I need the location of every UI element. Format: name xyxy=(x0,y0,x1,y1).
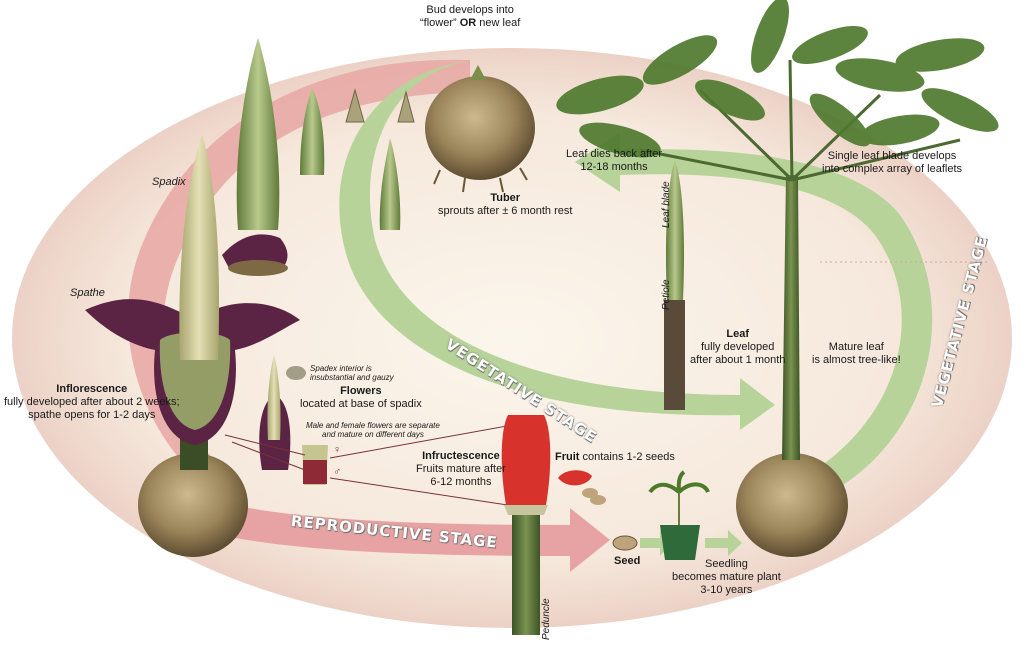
single-leaf-line1: Single leaf blade develops xyxy=(827,150,957,162)
leaf-label: Leaf fully developed after about 1 month xyxy=(690,328,785,367)
leaf-line2: after about 1 month xyxy=(690,354,786,366)
spadex-interior-label: Spadex interior is insubstantial and gau… xyxy=(310,364,394,382)
single-leaf-label: Single leaf blade develops into complex … xyxy=(822,150,962,176)
seed-label: Seed xyxy=(614,555,641,567)
male-female-label: Male and female flowers are separate and… xyxy=(306,421,440,439)
leaf-dies-label: Leaf dies back after 12-18 months xyxy=(566,148,662,174)
infructescence-plant xyxy=(501,415,551,635)
infructescence-label: Infructescence Fruits mature after 6-12 … xyxy=(416,450,506,489)
vegetative-inner-arc xyxy=(339,60,775,430)
seedling-pot xyxy=(648,470,710,560)
male-female-line1: Male and female flowers are separate xyxy=(306,421,440,430)
female-symbol: ♀ xyxy=(333,444,342,456)
flowers-label: Flowers located at base of spadix xyxy=(300,385,422,411)
single-leaf-line2: into complex array of leaflets xyxy=(822,163,963,175)
flowers-text: located at base of spadix xyxy=(300,398,422,410)
petiole-label: Petiole xyxy=(661,279,672,310)
bud-label: Bud develops into “flower” OR new leaf xyxy=(420,4,520,30)
reproductive-stage-arrow xyxy=(200,500,610,572)
leaf-dies-line1: Leaf dies back after xyxy=(566,148,663,160)
vegetative-right-arc xyxy=(575,132,933,490)
young-leaf-plant xyxy=(664,160,685,410)
infructescence-title: Infructescence xyxy=(422,450,500,462)
seedling-label: Seedling becomes mature plant 3-10 years xyxy=(672,558,781,597)
tuber-title: Tuber xyxy=(490,192,521,204)
mature-leaf-label: Mature leaf is almost tree-like! xyxy=(812,341,901,367)
bud-label-line1: Bud develops into xyxy=(426,4,514,16)
male-female-line2: and mature on different days xyxy=(322,430,424,439)
reproductive-arc xyxy=(128,59,470,471)
spadix-label: Spadix xyxy=(152,176,186,188)
inflorescence-title: Inflorescence xyxy=(56,383,128,395)
flowers-title: Flowers xyxy=(340,385,382,397)
leaf-blade-label: Leaf blade xyxy=(661,181,672,228)
inflorescence-plant xyxy=(85,135,300,557)
inflorescence-label: Inflorescence fully developed after abou… xyxy=(4,383,180,422)
mature-leaf-line1: Mature leaf xyxy=(828,341,884,353)
seedling-line3: 3-10 years xyxy=(700,584,753,596)
seedling-line1: Seedling xyxy=(705,558,748,570)
seedling-line2: becomes mature plant xyxy=(672,571,781,583)
peduncle-label: Peduncle xyxy=(541,598,552,640)
male-symbol: ♂ xyxy=(333,466,342,478)
fruit-title: Fruit xyxy=(555,451,580,463)
flowers-cutaway xyxy=(224,355,541,511)
fruit-text: contains 1-2 seeds xyxy=(579,451,675,463)
bud-label-flower: “flower” xyxy=(420,17,460,29)
tuber-label: Tuber sprouts after ± 6 month rest xyxy=(438,192,572,218)
mature-leaf-tree xyxy=(556,0,999,557)
bud-sequence xyxy=(222,38,415,276)
bud-label-or: OR xyxy=(459,17,477,29)
infructescence-line1: Fruits mature after xyxy=(416,463,506,475)
leaf-line1: fully developed xyxy=(701,341,775,353)
infructescence-line2: 6-12 months xyxy=(430,476,492,488)
spadex-interior-line1: Spadex interior is xyxy=(310,364,372,373)
fruit-seeds xyxy=(558,470,638,551)
tuber-text: sprouts after ± 6 month rest xyxy=(438,205,573,217)
leaf-dies-line2: 12-18 months xyxy=(580,161,648,173)
inflorescence-line1: fully developed after about 2 weeks; xyxy=(4,396,180,408)
fruit-label: Fruit contains 1-2 seeds xyxy=(555,451,675,464)
spadex-interior-line2: insubstantial and gauzy xyxy=(310,373,394,382)
bud-label-new-leaf: new leaf xyxy=(476,17,521,29)
mature-leaf-line2: is almost tree-like! xyxy=(812,354,901,366)
leaf-title: Leaf xyxy=(726,328,750,340)
tuber-top xyxy=(425,65,535,193)
inflorescence-line2: spathe opens for 1-2 days xyxy=(28,409,156,421)
spathe-label: Spathe xyxy=(70,287,105,299)
seedling-arrow xyxy=(705,530,742,556)
